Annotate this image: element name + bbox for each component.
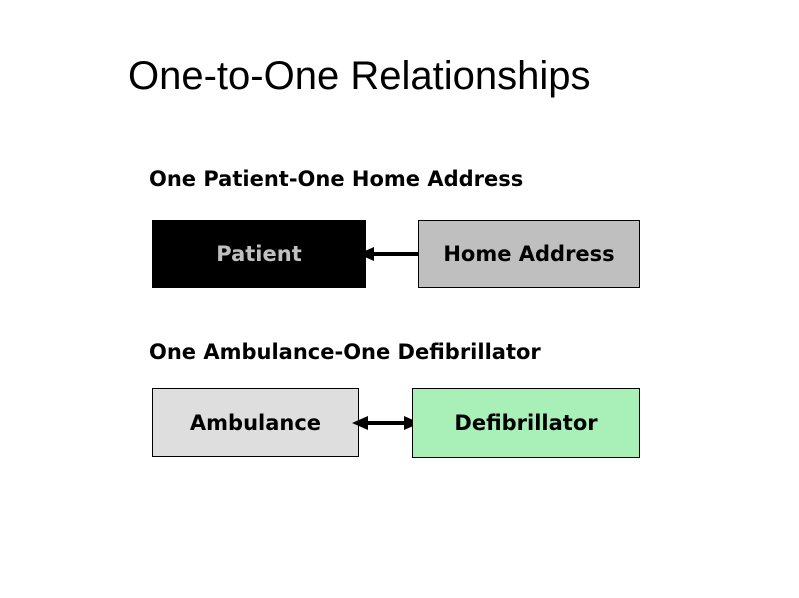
entity-box-patient[interactable]: Patient: [152, 220, 366, 288]
entity-box-home-address[interactable]: Home Address: [418, 220, 640, 288]
entity-box-home-address-label: Home Address: [443, 242, 615, 266]
entity-box-patient-label: Patient: [216, 242, 302, 266]
arrow-left-right-icon: [352, 416, 420, 430]
connector-arrow-ambulance-defibrillator: [352, 409, 420, 437]
entity-box-ambulance-label: Ambulance: [189, 410, 322, 435]
connector-arrow-patient-home-address: [358, 240, 426, 268]
entity-box-ambulance[interactable]: Ambulance: [152, 388, 359, 457]
entity-box-defibrillator-label: Defibrillator: [454, 411, 598, 435]
arrow-left-icon: [358, 246, 422, 262]
entity-box-defibrillator[interactable]: Defibrillator: [412, 388, 640, 458]
page-title: One-to-One Relationships: [128, 54, 591, 98]
section-caption-ambulance-defibrillator: One Ambulance-One Defibrillator: [149, 340, 541, 364]
section-caption-patient-home-address: One Patient-One Home Address: [149, 167, 524, 191]
